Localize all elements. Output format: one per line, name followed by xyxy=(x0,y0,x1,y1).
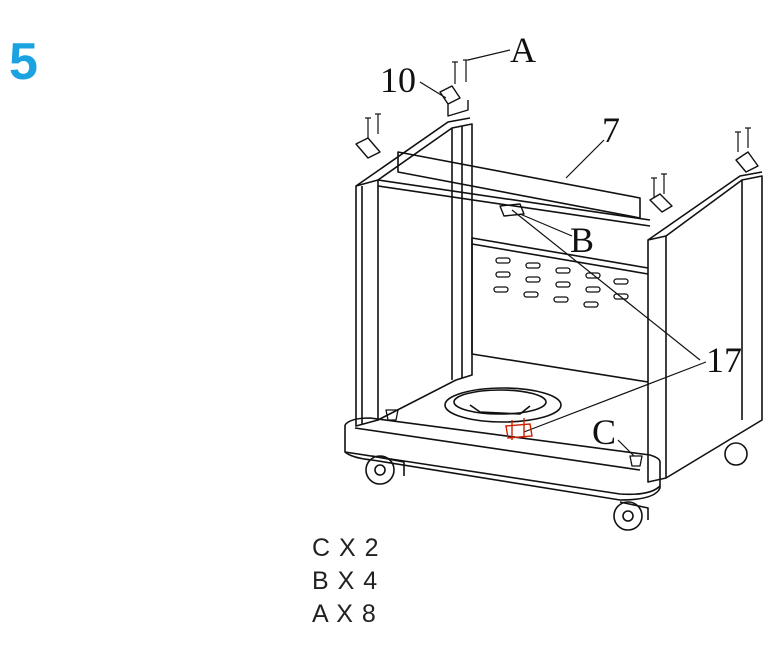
back-panel xyxy=(471,237,649,383)
bolts-a xyxy=(365,59,751,198)
left-side-panel xyxy=(355,117,473,427)
callout-c: C xyxy=(592,412,616,452)
casters xyxy=(365,442,748,531)
quantity-a: A X 8 xyxy=(312,600,377,628)
quantity-b: B X 4 xyxy=(312,567,379,595)
leveling-feet-c xyxy=(385,409,643,467)
right-side-panel xyxy=(647,171,763,483)
callout-a: A xyxy=(510,30,536,70)
bottom-cutout xyxy=(444,387,562,423)
callout-17: 17 xyxy=(706,340,742,380)
callout-b: B xyxy=(570,220,594,260)
corner-brackets xyxy=(355,85,759,217)
callout-10: 10 xyxy=(380,60,416,100)
callout-7: 7 xyxy=(602,110,620,150)
base-platform xyxy=(344,417,661,501)
quantity-c: C X 2 xyxy=(312,534,380,562)
step-number: 5 xyxy=(9,33,38,91)
front-rail-7 xyxy=(377,151,651,227)
highlighted-bracket xyxy=(505,418,533,440)
leader-lines xyxy=(419,49,707,457)
parts-quantity-list: C X 2 B X 4 A X 8 xyxy=(312,532,380,631)
vent-slots xyxy=(493,257,629,308)
